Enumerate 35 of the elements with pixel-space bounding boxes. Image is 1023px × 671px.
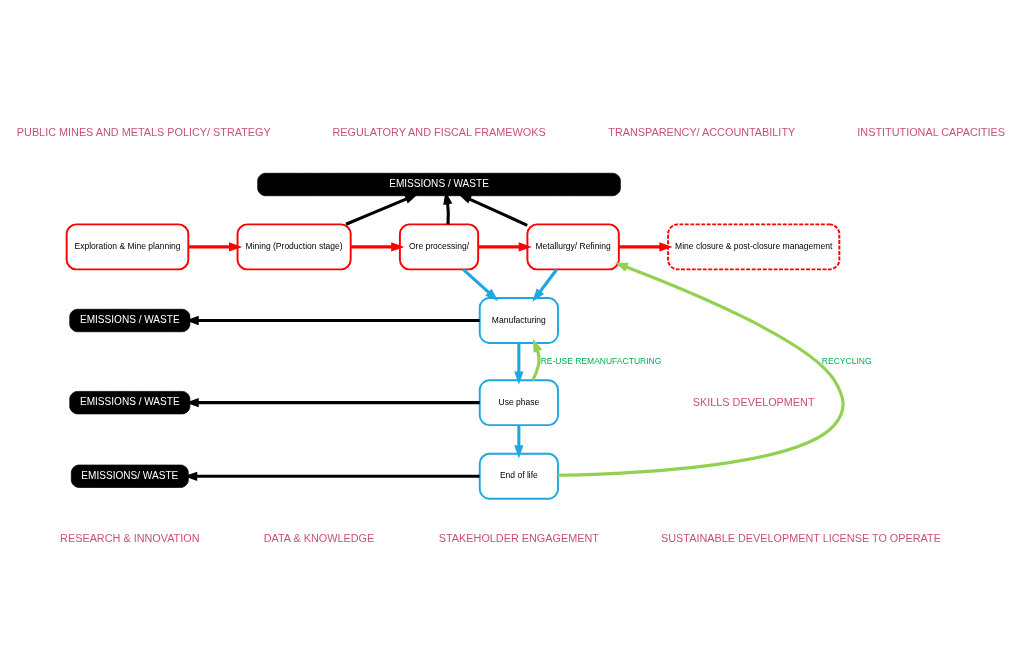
edge-label: RECYCLING [821, 355, 872, 366]
node-box: EMISSIONS / WASTE [257, 172, 621, 196]
label: INSTITUTIONAL CAPACITIES [857, 125, 1005, 138]
label: STAKEHOLDER ENGAGEMENT [438, 531, 599, 544]
node-box: Ore processing/ [398, 222, 480, 270]
label: SUSTAINABLE DEVELOPMENT LICENSE TO OPERATE [661, 531, 941, 544]
arrow [478, 241, 532, 251]
arrow [188, 241, 243, 251]
arrow [618, 241, 673, 251]
arrow [345, 193, 419, 226]
label: RESEARCH & INNOVATION [60, 531, 200, 544]
node-box: Exploration & Mine planning [65, 222, 190, 270]
node-box: Manufacturing [478, 296, 559, 344]
node-box: EMISSIONS / WASTE [69, 390, 191, 414]
arrow [532, 268, 558, 302]
node-box: Mine closure & post-closure management [667, 222, 841, 270]
arrow [531, 338, 543, 381]
label: DATA & KNOWLEDGE [263, 531, 375, 544]
label: TRANSPARENCY/ ACCOUNTABILITY [608, 125, 796, 138]
label: PUBLIC MINES AND METALS POLICY/ STRATEGY [16, 125, 271, 138]
edge-label: RE-USE REMANUFACTURING [540, 355, 662, 366]
arrow [462, 267, 499, 301]
label: REGULATORY AND FISCAL FRAMEWOKS [332, 125, 546, 138]
node-box: EMISSIONS/ WASTE [70, 464, 189, 488]
node-box: End of life [478, 452, 559, 500]
node-box: EMISSIONS / WASTE [69, 308, 191, 332]
arrow [558, 262, 845, 477]
label: SKILLS DEVELOPMENT [692, 395, 815, 408]
node-box: Mining (Production stage) [236, 222, 352, 270]
node-box: Metallurgy/ Refining [526, 222, 620, 270]
arrow [458, 193, 528, 227]
arrow [350, 241, 405, 251]
arrow [514, 424, 524, 458]
node-box: Use phase [478, 378, 559, 426]
arrow [514, 342, 524, 385]
